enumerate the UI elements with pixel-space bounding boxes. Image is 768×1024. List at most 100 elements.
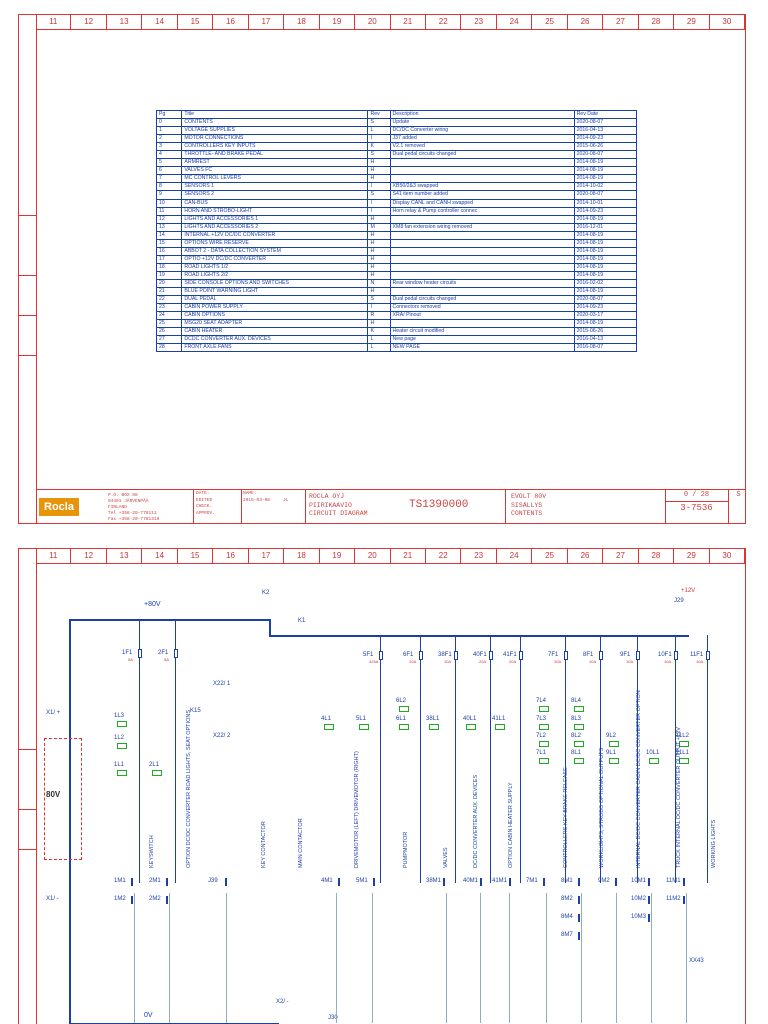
table-cell: 9 — [155, 190, 183, 200]
fuse-rating: 10A — [444, 659, 452, 664]
text-line: PIIRIKAAVIO — [309, 501, 352, 509]
terminal-block — [679, 741, 689, 747]
motor-label: 11M1 — [666, 878, 681, 884]
date-label: DATE: — [196, 491, 210, 496]
wire-label: 7L4 — [536, 698, 547, 704]
wire-label: 8L2 — [571, 733, 582, 739]
branch-wire — [380, 635, 381, 653]
ruler-number: 17 — [249, 549, 285, 563]
table-cell — [389, 238, 575, 248]
terminal-block — [399, 724, 409, 730]
motor-connector — [166, 896, 168, 904]
ruler-number: 30 — [710, 15, 746, 29]
table-cell: CABIN POWER SUPPLY — [181, 303, 369, 313]
return-wire — [480, 893, 481, 1023]
wire-label: 2L1 — [149, 762, 160, 768]
ruler-number: 16 — [213, 15, 249, 29]
motor-label: 2M2 — [149, 896, 161, 902]
fuse-41f1 — [519, 651, 523, 660]
wire-label: 9L2 — [606, 733, 617, 739]
table-cell: 15 — [155, 238, 183, 248]
table-cell: 2014-09-23 — [573, 206, 638, 216]
edited-name: JL — [283, 498, 289, 503]
edited-date: 2015-03-08 — [243, 498, 271, 503]
table-cell: 2020-03-17 — [573, 311, 638, 321]
return-wire — [616, 893, 617, 1023]
table-cell: XRA/ Pinout — [389, 311, 575, 321]
wire-label: 1L3 — [114, 713, 125, 719]
circuit-name: DRIVEMOTOR (LEFT) DRIVEMOTOR (RIGHT) — [354, 751, 360, 868]
table-cell: 17 — [155, 254, 183, 264]
left-revision-strip — [19, 15, 37, 523]
terminal-block — [399, 706, 409, 712]
return-wire — [336, 893, 337, 1023]
branch-down-wire — [520, 660, 521, 883]
return-wire — [169, 893, 170, 1023]
table-cell: 24 — [155, 311, 183, 321]
table-cell: 2015-06-26 — [573, 327, 638, 337]
ruler-number: 29 — [674, 15, 710, 29]
fuse-label: 1F1 — [122, 650, 133, 656]
battery-label: 80V — [46, 790, 61, 799]
fuse-rating: 10A — [554, 659, 562, 664]
branch-down-wire — [707, 660, 708, 883]
circuit-name: OPTION DC/DC CONVERTER ROAD LIGHTS, SEAT… — [186, 710, 192, 868]
text-line: SISÄLLYS — [511, 501, 543, 509]
ruler-number: 11 — [36, 549, 72, 563]
table-cell: SIDE CONSOLE OPTIONS AND SWITCHES — [181, 278, 369, 289]
ruler-number: 11 — [36, 15, 72, 29]
motor-label: 9M2 — [598, 878, 610, 884]
table-cell: Dual pedal circuits changed — [389, 295, 575, 305]
table-cell: New page — [389, 335, 575, 345]
table-cell: 2020-08-07 — [573, 190, 638, 200]
terminal-block — [539, 741, 549, 747]
terminal-block — [574, 706, 584, 712]
return-wire — [581, 893, 582, 1023]
table-cell: V2.1 removed — [389, 142, 575, 152]
table-cell: N — [367, 278, 391, 289]
text-line: CIRCUIT DIAGRAM — [309, 510, 368, 517]
terminal-block — [609, 741, 619, 747]
ruler-number: 21 — [391, 549, 426, 563]
table-cell — [389, 158, 575, 168]
ruler-number: 14 — [142, 15, 178, 29]
fuse-9f1 — [636, 651, 640, 660]
motor-connector — [338, 878, 340, 886]
text-line: CONTENTS — [511, 510, 543, 517]
branch-wire — [175, 619, 176, 649]
table-cell: 21 — [155, 287, 183, 297]
table-cell: Rear window heater circuits — [389, 278, 575, 289]
motor-connector — [615, 878, 617, 886]
motor-label: 5M1 — [356, 878, 368, 884]
table-cell: 2016-04-13 — [573, 335, 638, 345]
motor-label: 2M1 — [149, 878, 161, 884]
table-cell: 2014-08-19 — [573, 262, 638, 272]
connector-x22-2: X22/ 2 — [213, 733, 231, 739]
page-cell: 0 / 28 3-7536 — [665, 490, 728, 523]
text-line: Tel +358-20-778111 — [108, 511, 157, 516]
ruler-number: 18 — [284, 549, 320, 563]
table-cell: MOTOR CONNECTIONS — [181, 134, 369, 144]
branch-down-wire — [139, 658, 140, 883]
motor-connector — [225, 878, 227, 886]
wire-label: 11L2 — [676, 733, 689, 739]
ruler-number: 19 — [320, 15, 356, 29]
fuse-rating: 20A — [479, 659, 487, 664]
circuit-name: KEYSWITCH — [149, 835, 155, 868]
table-cell — [389, 174, 575, 184]
table-cell: 11 — [155, 206, 183, 216]
wire-label: 1L1 — [114, 762, 125, 768]
fuse-8f1 — [599, 651, 603, 660]
table-cell: H — [367, 254, 391, 264]
table-cell — [389, 230, 575, 240]
ruler-number: 15 — [178, 549, 214, 563]
wire-label: 7L1 — [536, 750, 547, 756]
motor-connector — [578, 932, 580, 940]
column-header: Rev Date — [573, 109, 638, 120]
table-cell: OPTIONS WIRE RESERVE — [181, 238, 369, 248]
